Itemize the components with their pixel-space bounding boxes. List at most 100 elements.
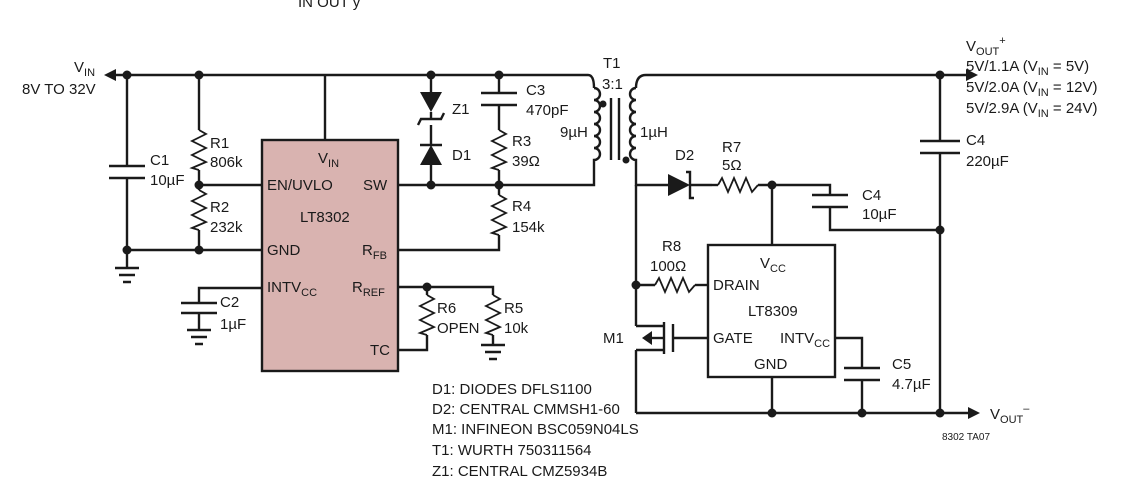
capacitor-c4-10uf: C4 10µF (812, 187, 897, 223)
ic1-pin-en-uvlo: EN/UVLO (267, 177, 333, 194)
ground-icon (187, 328, 211, 346)
r1-value: 806k (210, 154, 243, 171)
r2-value: 232k (210, 219, 243, 236)
ic2-pin-drain: DRAIN (713, 277, 760, 294)
mosfet-m1: M1 (603, 322, 675, 354)
c4a-value: 220µF (966, 153, 1009, 170)
z1-ref: Z1 (452, 101, 470, 118)
resistor-r1: R1 806k (189, 129, 243, 171)
c3-ref: C3 (526, 82, 545, 99)
t1-secondary-dot-icon (622, 156, 630, 164)
ic1-pin-rfb: R (362, 242, 373, 259)
resistor-r8: R8 100Ω (650, 238, 696, 295)
vout-pos-arrow-icon (966, 69, 978, 81)
transformer-t1: T1 3:1 9µH 1µH (560, 55, 668, 170)
svg-text:INTVCC: INTVCC (780, 330, 830, 350)
diode-d1: D1 (420, 143, 471, 165)
svg-text:5V/2.0A (VIN = 12V): 5V/2.0A (VIN = 12V) (966, 79, 1098, 99)
z1-triangle-icon (420, 92, 442, 112)
t1-core (609, 98, 621, 160)
svg-text:5V/2.9A (VIN = 24V): 5V/2.9A (VIN = 24V) (966, 100, 1098, 120)
bom-item: D1: DIODES DFLS1100 (432, 381, 592, 398)
figure-id: 8302 TA07 (942, 432, 990, 443)
capacitor-c4-220uf: C4 220µF (920, 132, 1009, 170)
junction-dots (122, 70, 945, 418)
r8-ref: R8 (662, 238, 681, 255)
t1-primary-dot-icon (599, 100, 607, 108)
resistor-r3: R3 39Ω (489, 129, 540, 171)
ic2-pin-vcc: V (760, 255, 770, 272)
clipped-heading: IN OUT y (298, 0, 361, 11)
vin-terminal-icon (104, 69, 116, 81)
vin-label: V (74, 59, 84, 76)
rating-line: 5V/2.9A (V (966, 100, 1038, 117)
r4-value: 154k (512, 219, 545, 236)
r6-value: OPEN (437, 320, 480, 337)
bom-list: D1: DIODES DFLS1100 D2: CENTRAL CMMSH1-6… (432, 381, 639, 480)
c1-value: 10µF (150, 172, 185, 189)
vout-neg-arrow-icon (968, 407, 980, 419)
c4b-value: 10µF (862, 206, 897, 223)
ic1-part-name: LT8302 (300, 209, 350, 226)
svg-text:RFB: RFB (362, 242, 387, 262)
resistor-r6: R6 OPEN (417, 294, 480, 337)
resistor-r7: R7 5Ω (717, 139, 759, 195)
c3-value: 470pF (526, 102, 569, 119)
bom-item: Z1: CENTRAL CMZ5934B (432, 463, 607, 480)
t1-primary-coil (592, 86, 602, 170)
m1-ref: M1 (603, 330, 624, 347)
r8-value: 100Ω (650, 258, 686, 275)
schottky-d2: D2 (668, 147, 712, 200)
svg-text:VIN: VIN (74, 59, 95, 79)
c4b-ref: C4 (862, 187, 881, 204)
c4a-ref: C4 (966, 132, 985, 149)
c5-ref: C5 (892, 356, 911, 373)
bom-item: D2: CENTRAL CMMSH1-60 (432, 401, 620, 418)
c2-value: 1µF (220, 316, 246, 333)
r7-value: 5Ω (722, 157, 742, 174)
ic-lt8302: VIN EN/UVLO SW LT8302 GND RFB INTVCC RRE… (260, 138, 400, 373)
ic1-pin-tc: TC (370, 342, 390, 359)
r3-value: 39Ω (512, 153, 540, 170)
r7-ref: R7 (722, 139, 741, 156)
resistor-r5: R5 10k (483, 294, 529, 337)
r4-ref: R4 (512, 198, 531, 215)
ic2-pin-gate: GATE (713, 330, 753, 347)
ground-icon (481, 343, 505, 361)
ic1-pin-rref: R (352, 279, 363, 296)
resistor-r2: R2 232k (189, 189, 243, 236)
ic1-pin-vin: V (318, 150, 328, 167)
c1-ref: C1 (150, 152, 169, 169)
r5-ref: R5 (504, 300, 523, 317)
ic2-pin-intvcc: INTV (780, 330, 814, 347)
capacitor-c5: C5 4.7µF (844, 356, 931, 393)
m1-arrow-icon (642, 331, 652, 345)
r3-ref: R3 (512, 133, 531, 150)
t1-primary-inductance: 9µH (560, 124, 588, 141)
resistor-r4: R4 154k (489, 194, 545, 236)
r2-ref: R2 (210, 199, 229, 216)
vin-range: 8V TO 32V (22, 81, 96, 98)
d2-ref: D2 (675, 147, 694, 164)
ic1-pin-gnd: GND (267, 242, 301, 259)
ground-icon (115, 266, 139, 284)
ic-lt8302-body (260, 138, 400, 373)
vout-pos-label: V (966, 38, 976, 55)
r6-ref: R6 (437, 300, 456, 317)
vout-neg-label: V (990, 406, 1000, 423)
ic-lt8309: VCC DRAIN LT8309 GATE INTVCC GND (706, 243, 837, 379)
t1-secondary-coil (628, 86, 638, 170)
capacitor-c2: C2 1µF (181, 294, 246, 333)
r5-value: 10k (504, 320, 529, 337)
ic2-pin-gnd: GND (754, 356, 788, 373)
ic1-pin-sw: SW (363, 177, 388, 194)
bom-item: M1: INFINEON BSC059N04LS (432, 421, 639, 438)
t1-ref: T1 (603, 55, 621, 72)
rating-line: 5V/2.0A (V (966, 79, 1038, 96)
capacitor-c3: C3 470pF (481, 82, 569, 119)
svg-text:VCC: VCC (760, 255, 786, 275)
rating-line: 5V/1.1A (V (966, 58, 1038, 75)
d1-ref: D1 (452, 147, 471, 164)
r1-ref: R1 (210, 135, 229, 152)
